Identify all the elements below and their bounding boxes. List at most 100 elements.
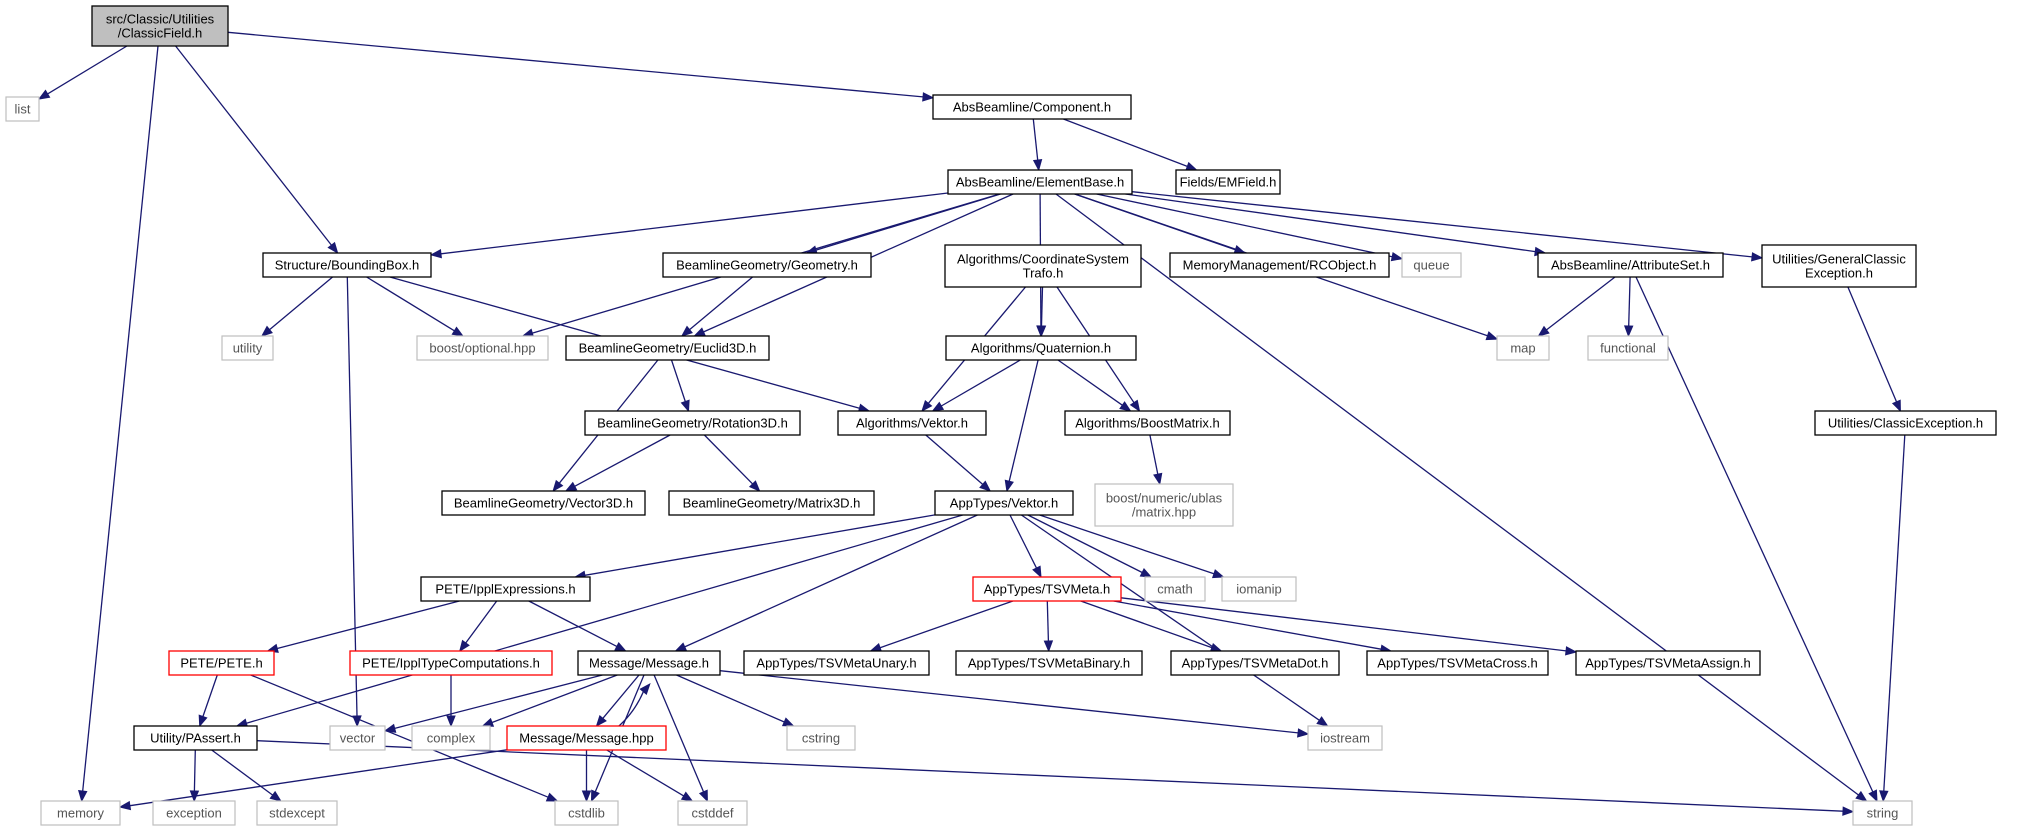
node-component[interactable]: AbsBeamline/Component.h [932,94,1132,120]
node-ippltype[interactable]: PETE/IpplTypeComputations.h [349,650,553,676]
node-label: AbsBeamline/Component.h [953,100,1111,115]
edge-line [574,434,671,487]
node-boostmatrix[interactable]: Algorithms/BoostMatrix.h [1064,410,1231,436]
arrowhead [931,401,945,412]
arrowhead [1211,569,1225,579]
nodes-layer: src/Classic/Utilities/ClassicField.hlist… [5,5,1997,826]
node-tsvunary[interactable]: AppTypes/TSVMetaUnary.h [743,650,930,676]
node-passert[interactable]: Utility/PAssert.h [133,725,258,751]
edge-appvektor-to-iomanip [1039,514,1225,579]
node-label: AppTypes/TSVMetaBinary.h [968,656,1130,671]
node-root[interactable]: src/Classic/Utilities/ClassicField.h [91,5,229,47]
node-box [955,650,1143,676]
arrowhead [1316,716,1329,727]
node-label: cmath [1157,582,1192,597]
node-box [837,410,987,436]
arrowhead [639,682,651,696]
edge-quat-to-boostmatrix [1057,359,1132,412]
node-mat3d[interactable]: BeamlineGeometry/Matrix3D.h [668,490,875,516]
node-box [947,169,1133,195]
edge-line [1032,118,1039,161]
edge-messagehpp-to-cstdlib [581,750,592,803]
arrowhead [383,723,397,733]
node-box [168,650,275,676]
node-box [5,96,40,122]
edge-passert-to-exception [189,749,200,803]
node-attrset[interactable]: AbsBeamline/AttributeSet.h [1537,252,1724,278]
node-vec3d[interactable]: BeamlineGeometry/Vector3D.h [441,490,646,516]
edge-component-to-emfield [1063,118,1198,171]
node-quat[interactable]: Algorithms/Quaternion.h [945,335,1137,361]
edge-line [202,674,218,717]
edge-message-to-iostream [719,670,1310,738]
node-emfield[interactable]: Fields/EMField.h [1175,169,1281,195]
node-label: AppTypes/TSVMetaDot.h [1182,656,1329,671]
node-tsvassign[interactable]: AppTypes/TSVMetaAssign.h [1575,650,1761,676]
edge-line [1046,600,1050,642]
node-pete[interactable]: PETE/PETE.h [168,650,275,676]
node-label: Message/Message.h [589,656,709,671]
node-label: vector [340,731,376,746]
node-queue: queue [1401,252,1462,278]
arrowhead [1119,401,1132,412]
arrowhead [481,717,495,727]
node-tsvcross[interactable]: AppTypes/TSVMetaCross.h [1366,650,1549,676]
node-box [743,650,930,676]
node-ipplexpr[interactable]: PETE/IpplExpressions.h [420,576,591,602]
node-bgeom[interactable]: BeamlineGeometry/Geometry.h [662,252,872,278]
node-classicexc[interactable]: Utilities/ClassicException.h [1814,410,1997,436]
arrowhead [189,790,200,803]
node-label: Exception.h [1805,266,1873,281]
arrowhead [1153,472,1163,486]
node-rot3d[interactable]: BeamlineGeometry/Rotation3D.h [584,410,801,436]
edge-elembase-to-bgeom [805,193,1001,255]
arrowhead [1751,252,1764,262]
node-box [329,725,386,751]
node-functional: functional [1587,335,1669,361]
edge-line [925,434,984,485]
node-algvektor[interactable]: Algorithms/Vektor.h [837,410,987,436]
edge-elembase-to-queue [1096,193,1404,262]
node-box [1170,650,1340,676]
edge-line [47,45,128,95]
node-box [1814,410,1997,436]
node-bbox[interactable]: Structure/BoundingBox.h [262,252,432,278]
edge-appvektor-to-message [674,514,978,652]
node-box [420,576,591,602]
arrowhead [459,639,470,653]
node-euclid[interactable]: BeamlineGeometry/Euclid3D.h [565,335,770,361]
arrowhead [1537,325,1550,337]
node-cmath: cmath [1144,576,1206,602]
edge-line [1125,193,1536,253]
node-elembase[interactable]: AbsBeamline/ElementBase.h [947,169,1133,195]
arrowhead [1891,399,1901,413]
node-label: cstring [802,731,840,746]
node-tsvmeta[interactable]: AppTypes/TSVMeta.h [972,576,1122,602]
edge-classicexc-to-string [1879,434,1906,803]
node-message[interactable]: Message/Message.h [577,650,721,676]
edge-quat-to-appvektor [1004,359,1039,493]
node-label: Fields/EMField.h [1180,175,1277,190]
edge-bgeom-to-euclid [680,276,754,337]
node-appvektor[interactable]: AppTypes/Vektor.h [934,490,1074,516]
edge-passert-to-stdexcept [211,749,282,802]
arrowhead [37,89,51,100]
arrowhead [1032,565,1042,579]
node-tsvbinary[interactable]: AppTypes/TSVMetaBinary.h [955,650,1143,676]
edge-line [1057,359,1123,406]
edge-line [227,31,924,98]
node-messagehpp[interactable]: Message/Message.hpp [506,725,667,751]
node-box [1537,252,1724,278]
node-box [221,335,274,361]
node-label: BeamlineGeometry/Euclid3D.h [579,341,757,356]
edge-line [394,674,603,730]
node-label: functional [1600,341,1656,356]
node-tsvdot[interactable]: AppTypes/TSVMetaDot.h [1170,650,1340,676]
edge-line [193,749,196,792]
node-label: PETE/IpplTypeComputations.h [362,656,540,671]
node-rcobject[interactable]: MemoryManagement/RCObject.h [1169,252,1390,278]
node-box [1144,576,1206,602]
node-label: AbsBeamline/ElementBase.h [956,175,1124,190]
